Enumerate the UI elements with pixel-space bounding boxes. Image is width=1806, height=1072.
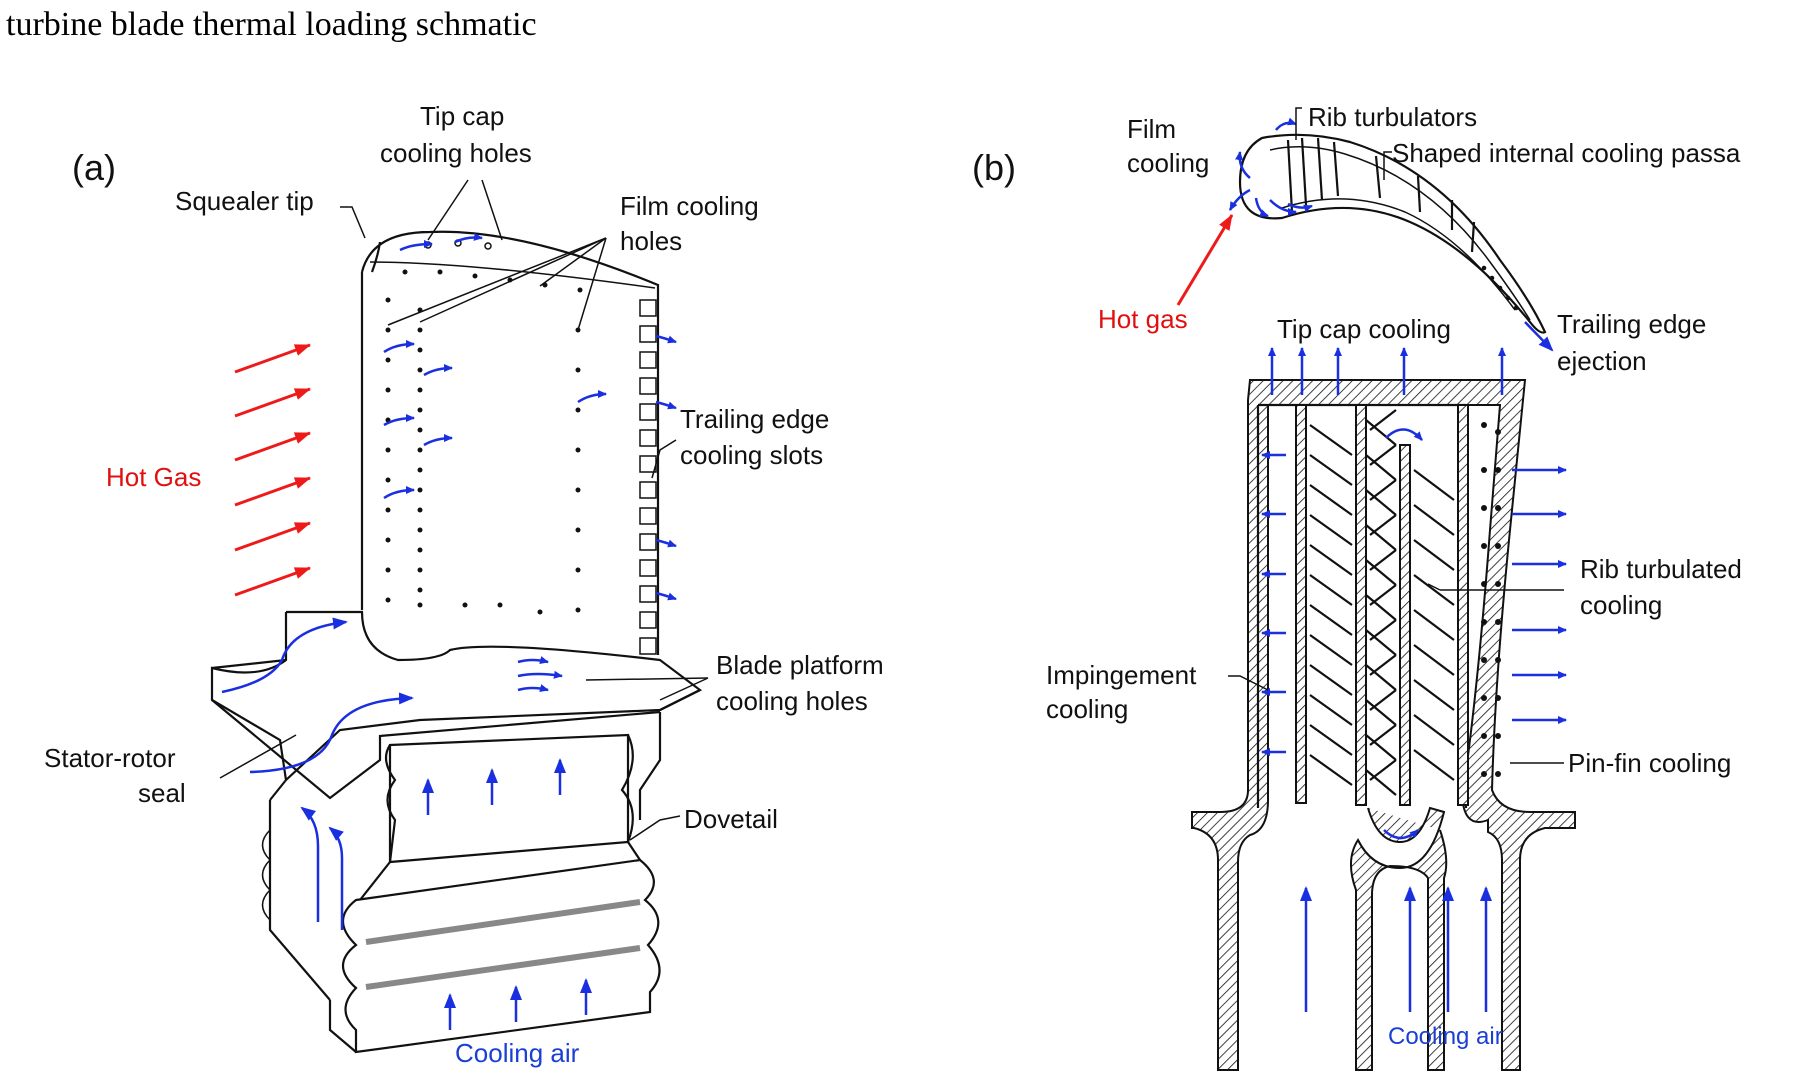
tip-cap-cooling-label: Tip cap cooling	[1277, 314, 1451, 344]
rib-turbulated-label-1: Rib turbulated	[1580, 554, 1742, 584]
film-cooling-holes-label-2: holes	[620, 226, 682, 256]
te-ejection-label-1: Trailing edge	[1557, 309, 1706, 339]
platform-a	[210, 610, 703, 820]
dovetail-a	[261, 779, 661, 1054]
seal-label-2: seal	[138, 778, 186, 808]
leaders-b-top	[1295, 107, 1392, 180]
panel-b: (b)	[972, 102, 1742, 1071]
panel-b-tag: (b)	[972, 147, 1016, 188]
panel-a: (a) Hot Gas	[44, 101, 884, 1068]
rib-turbulators-b	[1309, 409, 1455, 796]
leaders-a	[219, 179, 709, 841]
shaped-passage-label: Shaped internal cooling passa	[1392, 138, 1741, 168]
hot-gas-arrow-b	[1176, 214, 1234, 306]
tip-cap-label-1: Tip cap	[420, 101, 504, 131]
dovetail-label: Dovetail	[684, 804, 778, 834]
airfoil-a	[360, 230, 660, 655]
shank-a	[359, 733, 641, 901]
blade-section-b	[1191, 379, 1576, 1071]
pin-fin-label: Pin-fin cooling	[1568, 748, 1731, 778]
te-slots-label-2: cooling slots	[680, 440, 823, 470]
hot-gas-arrows-a	[234, 343, 311, 597]
tip-cap-label-2: cooling holes	[380, 138, 532, 168]
film-cooling-arrows-b	[1228, 117, 1554, 352]
impingement-label-1: Impingement	[1046, 660, 1197, 690]
airfoil-section-b	[1238, 133, 1547, 334]
pin-fins-b	[1481, 422, 1501, 777]
platform-holes-label-2: cooling holes	[716, 686, 868, 716]
leaders-b-bottom	[1228, 583, 1564, 764]
hot-gas-label-b: Hot gas	[1098, 304, 1188, 334]
film-cooling-label-b-2: cooling	[1127, 148, 1209, 178]
coolant-flow-a	[221, 617, 592, 1030]
impingement-label-2: cooling	[1046, 694, 1128, 724]
te-ejection-label-2: ejection	[1557, 346, 1647, 376]
rib-turbulated-label-2: cooling	[1580, 590, 1662, 620]
cooling-air-label-b: Cooling air	[1388, 1023, 1503, 1050]
film-cooling-holes	[385, 269, 583, 615]
film-cooling-label-b-1: Film	[1127, 114, 1176, 144]
platform-holes-label-1: Blade platform	[716, 650, 884, 680]
film-flow-arrows-a	[383, 232, 677, 692]
hot-gas-label-a: Hot Gas	[106, 462, 201, 492]
panel-a-tag: (a)	[72, 147, 116, 188]
film-cooling-holes-label-1: Film cooling	[620, 191, 759, 221]
te-slots-label-1: Trailing edge	[680, 404, 829, 434]
seal-label-1: Stator-rotor	[44, 743, 176, 773]
trailing-edge-slots	[639, 299, 657, 655]
rib-turbulators-label: Rib turbulators	[1308, 102, 1477, 132]
cooling-air-label-a: Cooling air	[455, 1038, 580, 1068]
coolant-flow-b	[1261, 347, 1567, 1012]
page-title: turbine blade thermal loading schmatic	[6, 6, 537, 43]
squealer-tip-label: Squealer tip	[175, 186, 314, 216]
